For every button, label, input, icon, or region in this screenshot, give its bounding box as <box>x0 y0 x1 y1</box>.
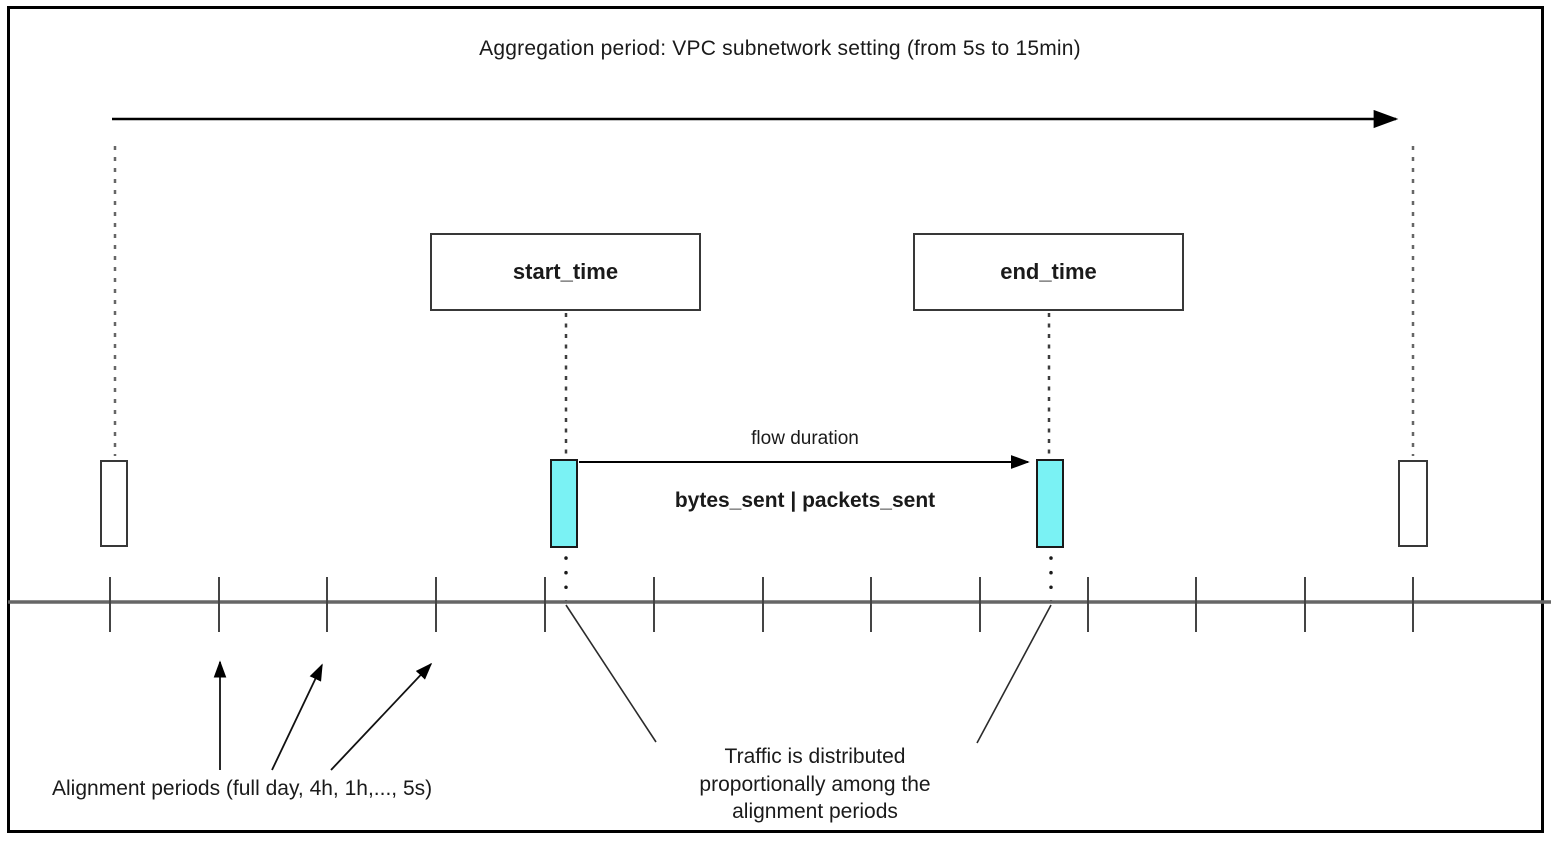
traffic-note-line-1: Traffic is distributed <box>724 745 906 768</box>
flow-metrics-label: bytes_sent | packets_sent <box>674 489 936 512</box>
diagram-title: Aggregation period: VPC subnetwork setti… <box>479 37 1081 60</box>
right-period-marker <box>1398 460 1428 547</box>
right-leader-line <box>976 604 1052 744</box>
end-time-marker <box>1036 459 1064 548</box>
traffic-note-line-3: alignment periods <box>732 800 898 823</box>
alignment-arrow-2 <box>271 663 323 771</box>
flow-duration-label: flow duration <box>751 428 859 449</box>
diagram-frame <box>7 6 1544 833</box>
timeline-ticks <box>109 577 1414 632</box>
start-time-label: start_time <box>512 259 619 284</box>
traffic-note-line-2: proportionally among the <box>699 772 931 796</box>
start-time-marker <box>550 459 578 548</box>
left-period-marker <box>100 460 128 547</box>
start-time-box: start_time <box>430 233 701 311</box>
alignment-arrow-3 <box>330 662 433 771</box>
alignment-periods-label: Alignment periods (full day, 4h, 1h,...,… <box>52 777 433 800</box>
end-time-label: end_time <box>1000 259 1097 284</box>
left-leader-line <box>565 604 657 743</box>
traffic-distribution-note: Traffic is distributed proportionally am… <box>665 743 965 826</box>
end-time-box: end_time <box>913 233 1184 311</box>
